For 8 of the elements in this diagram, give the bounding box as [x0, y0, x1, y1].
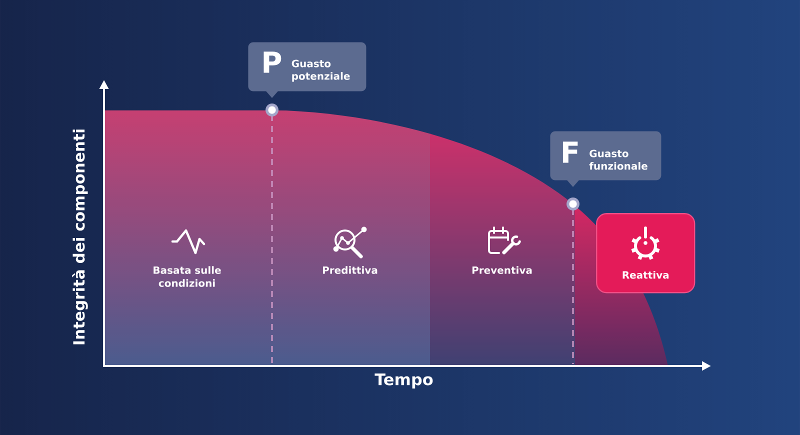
- phase-box: Reattiva: [596, 213, 696, 294]
- callout-box: F Guasto funzionale: [550, 131, 662, 187]
- axis-title: Tempo: [374, 374, 433, 388]
- phase-label: Basata sulle condizioni: [154, 266, 221, 287]
- phase-label: Preventiva: [472, 266, 532, 274]
- callout-box: P Guasto potenziale: [248, 42, 366, 98]
- phase-label: Predittiva: [323, 266, 378, 274]
- axis-title: Integrità dei componenti: [72, 130, 88, 344]
